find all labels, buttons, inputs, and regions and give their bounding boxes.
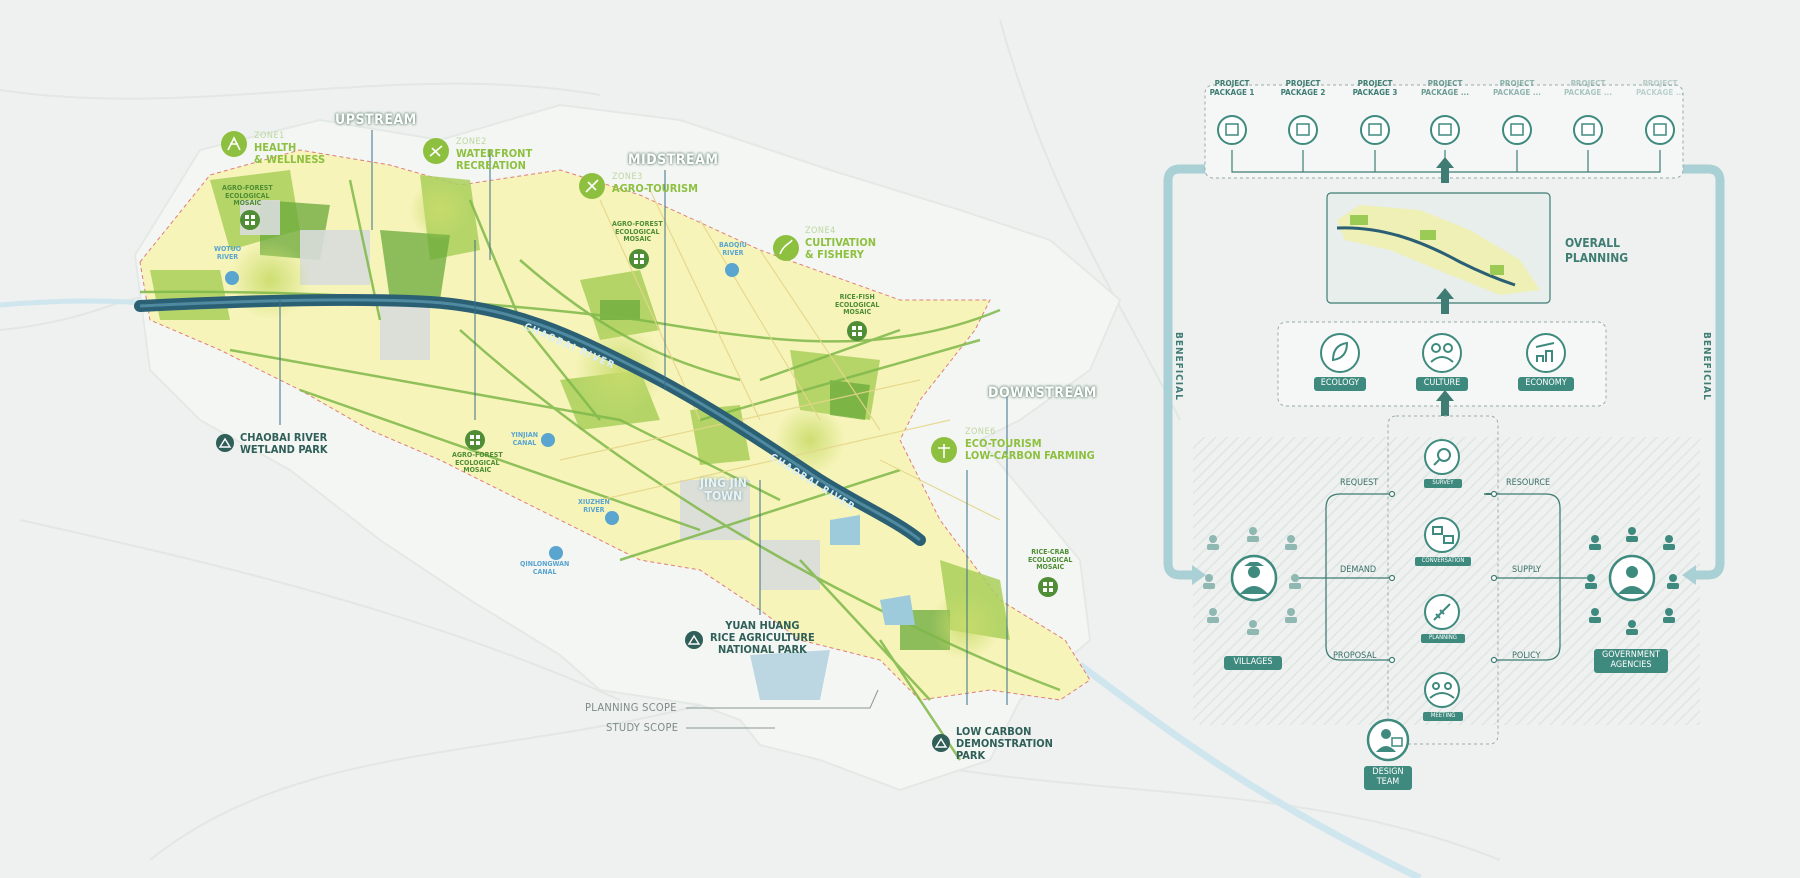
zone1-tag: ZONE1: [254, 131, 285, 141]
zone3-tag: ZONE3: [612, 172, 643, 182]
road-network: [139, 179, 1061, 761]
pillar-economy[interactable]: ECONOMY: [1518, 377, 1574, 391]
zone2-name-2: RECREATION: [456, 158, 526, 172]
flow-supply: SUPPLY: [1512, 565, 1542, 575]
zone6-name: ECO-TOURISM: [965, 436, 1042, 450]
method-survey[interactable]: SURVEY: [1424, 479, 1462, 488]
pillar-culture[interactable]: CULTURE: [1416, 377, 1468, 391]
downstream-label: DOWNSTREAM: [988, 385, 1097, 401]
study-scope-label: STUDY SCOPE: [606, 721, 679, 734]
flow-resource: RESOURCE: [1506, 478, 1551, 488]
method-conversation[interactable]: CONVERSATION: [1415, 557, 1471, 566]
flow-policy: POLICY: [1512, 651, 1541, 661]
pillar-ecology[interactable]: ECOLOGY: [1314, 377, 1366, 391]
beneficial-label-left: BENEFICIAL: [1173, 332, 1184, 401]
beneficial-label-right: BENEFICIAL: [1701, 332, 1712, 401]
background-roads: [0, 19, 1501, 861]
zone1-name: HEALTH: [254, 140, 297, 154]
scope-leaders: [686, 689, 879, 729]
flow-request: REQUEST: [1340, 478, 1379, 488]
zone1-name-2: & WELLNESS: [254, 152, 326, 166]
zone6-name-2: LOW-CARBON FARMING: [965, 448, 1095, 462]
flow-proposal: PROPOSAL: [1333, 651, 1377, 661]
flow-demand: DEMAND: [1340, 565, 1377, 575]
zone4-name-2: & FISHERY: [805, 247, 864, 261]
river-markers: [225, 263, 739, 560]
planning-scope-label: PLANNING SCOPE: [585, 701, 677, 714]
zone4-name: CULTIVATION: [805, 235, 877, 249]
zone3-name: AGRO-TOURISM: [612, 181, 698, 195]
zone6-label: ZONE6 ECO-TOURISM LOW-CARBON FARMING: [965, 427, 1095, 462]
zone2-name: WATERFRONT: [456, 146, 533, 160]
zone6-tag: ZONE6: [965, 427, 996, 437]
river-west-continuation: [0, 298, 141, 308]
villages-label[interactable]: VILLAGES: [1224, 656, 1282, 670]
zone4-label: ZONE4 CULTIVATION & FISHERY: [805, 226, 877, 261]
upstream-label: UPSTREAM: [335, 112, 417, 128]
midstream-label: MIDSTREAM: [628, 152, 719, 168]
leader-lines: [279, 130, 1008, 705]
zone2-label: ZONE2 WATERFRONT RECREATION: [456, 137, 533, 172]
method-planning[interactable]: PLANNING: [1421, 634, 1465, 643]
zone4-tag: ZONE4: [805, 226, 836, 236]
zone1-label: ZONE1 HEALTH & WELLNESS: [254, 131, 326, 166]
zone2-tag: ZONE2: [456, 137, 487, 147]
river-east-continuation: [1077, 662, 1422, 878]
method-meeting[interactable]: MEETING: [1423, 712, 1463, 721]
zone3-label: ZONE3 AGRO-TOURISM: [612, 172, 698, 195]
lake: [750, 650, 830, 700]
